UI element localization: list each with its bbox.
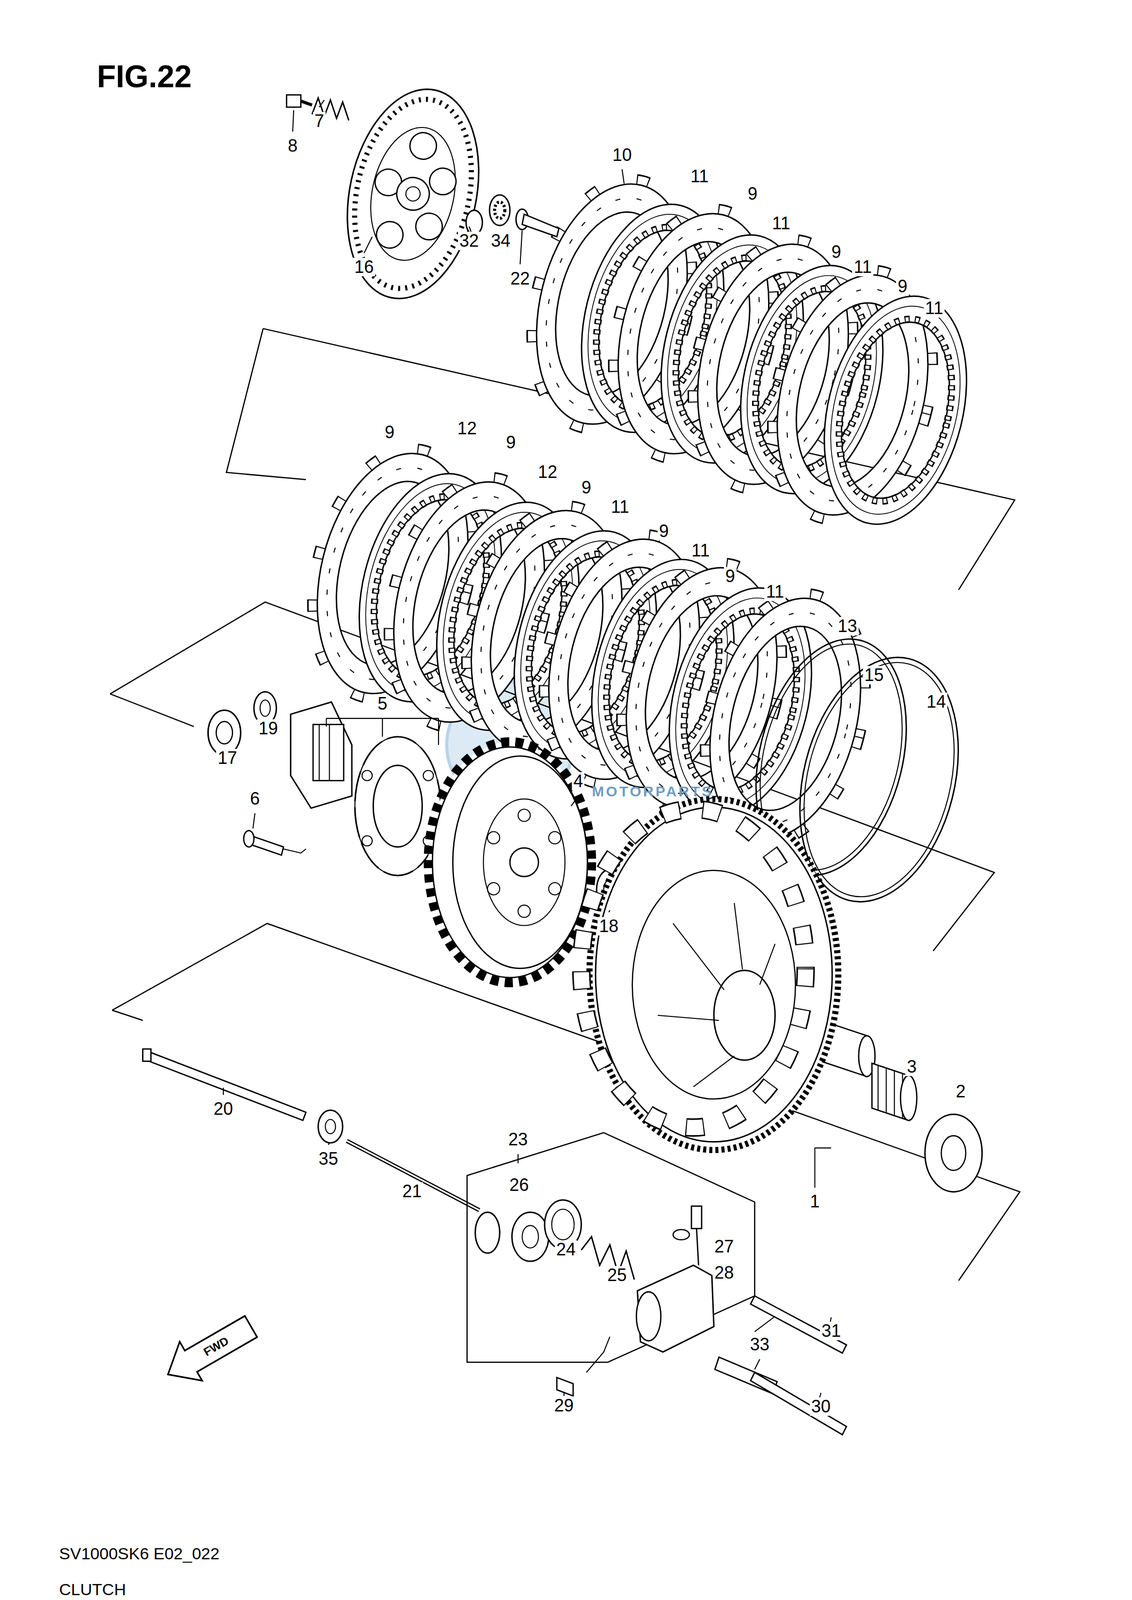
callout-number: 15 — [863, 665, 886, 685]
callout-number: 5 — [376, 694, 389, 713]
callout-number: 1 — [808, 1192, 821, 1211]
callout-number: 3 — [905, 1057, 918, 1076]
callout-number: 9 — [580, 478, 593, 497]
callout-number: 28 — [712, 1263, 736, 1282]
callout-number: 32 — [457, 231, 481, 251]
callout-number: 11 — [689, 167, 710, 186]
callout-number: 9 — [746, 184, 759, 204]
callout-number: 2 — [954, 1082, 967, 1101]
callout-number: 9 — [896, 277, 909, 296]
callout-number: 20 — [212, 1099, 235, 1118]
callout-number: 4 — [571, 771, 585, 791]
callout-number: 7 — [313, 111, 326, 131]
callout-number: 19 — [256, 719, 280, 738]
figure-title: FIG.22 — [96, 61, 192, 93]
caption-text: CLUTCH — [59, 1580, 126, 1598]
callout-number: 11 — [609, 497, 631, 517]
callout-number: 11 — [852, 257, 874, 277]
callout-number: 30 — [809, 1397, 833, 1416]
callout-number: 35 — [317, 1149, 340, 1168]
direction-mark: FWD — [201, 1334, 231, 1358]
callout-number: 11 — [923, 298, 945, 318]
callout-number: 9 — [830, 242, 843, 262]
callout-number: 23 — [506, 1130, 530, 1149]
callout-number: 31 — [819, 1321, 843, 1340]
callout-number: 9 — [383, 423, 396, 442]
callout-number: 11 — [764, 582, 786, 601]
callout-number: 12 — [455, 419, 479, 438]
caption-text: SV1000SK6 E02_022 — [59, 1544, 220, 1562]
callout-number: 17 — [216, 748, 239, 768]
callout-number: 6 — [248, 789, 262, 808]
callout-number: 26 — [507, 1175, 531, 1195]
callout-number: 16 — [352, 257, 376, 277]
callout-number: 8 — [286, 136, 299, 156]
callout-number: 34 — [489, 231, 512, 251]
callout-number: 11 — [690, 541, 711, 560]
callout-number: 9 — [657, 521, 671, 541]
callout-number: 9 — [723, 566, 737, 586]
callout-number: 18 — [597, 916, 620, 936]
callout-number: 27 — [712, 1237, 736, 1256]
callout-number: 14 — [925, 692, 948, 711]
callout-number: 13 — [836, 616, 859, 636]
callout-number: 25 — [605, 1265, 629, 1285]
callout-number: 22 — [508, 269, 532, 288]
callout-number: 12 — [536, 462, 559, 482]
callout-number: 10 — [611, 145, 634, 165]
callout-number: 33 — [748, 1335, 771, 1354]
watermark: MOTORPARTS — [592, 784, 714, 799]
callout-number: 21 — [400, 1181, 424, 1201]
callout-number: 9 — [504, 433, 518, 452]
callout-number: 24 — [554, 1240, 578, 1259]
callout-number: 11 — [770, 214, 792, 233]
callout-number: 29 — [552, 1396, 576, 1415]
